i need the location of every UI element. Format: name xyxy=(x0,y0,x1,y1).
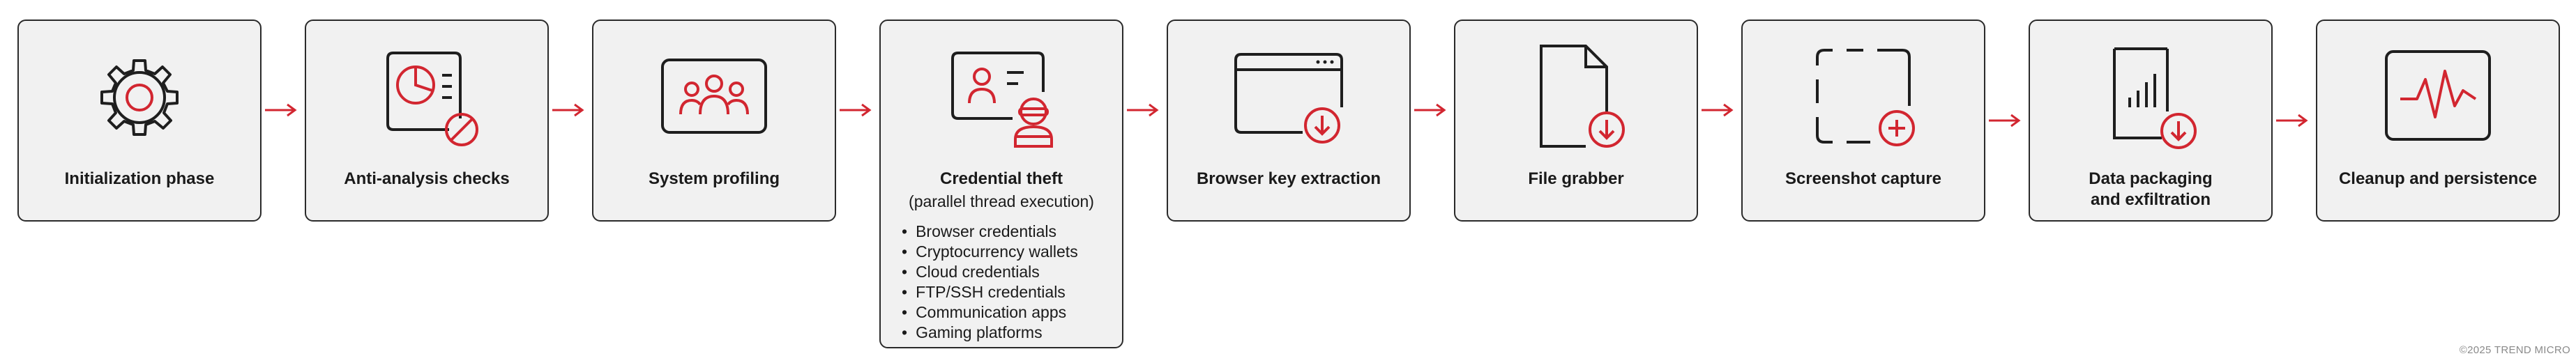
step-label: Browser key extraction xyxy=(1196,169,1381,188)
step-data-packaging: Data packaging and exfiltration xyxy=(2029,20,2273,222)
step-system-profiling: System profiling xyxy=(592,20,836,222)
step-browser-key-extraction: Browser key extraction xyxy=(1167,20,1411,222)
arrow-right-icon xyxy=(2275,114,2308,128)
arrow-right-icon xyxy=(264,103,297,117)
step-screenshot-capture: Screenshot capture xyxy=(1741,20,1985,222)
credential-targets-list: Browser credentials Cryptocurrency walle… xyxy=(902,222,1078,343)
list-item: Communication apps xyxy=(902,302,1078,323)
file-download-icon xyxy=(1520,42,1632,153)
step-file-grabber: File grabber xyxy=(1454,20,1698,222)
list-item: FTP/SSH credentials xyxy=(902,282,1078,302)
step-label: System profiling xyxy=(648,169,780,188)
step-anti-analysis: Anti-analysis checks xyxy=(305,20,549,222)
arrow-right-icon xyxy=(838,103,872,117)
data-export-icon xyxy=(2095,42,2206,153)
arrow-right-icon xyxy=(551,103,584,117)
pulse-monitor-icon xyxy=(2382,42,2494,153)
step-label: Credential theft xyxy=(939,169,1063,188)
list-item: Browser credentials xyxy=(902,222,1078,242)
gear-icon xyxy=(84,42,195,153)
arrow-right-icon xyxy=(1987,114,2021,128)
list-item: Gaming platforms xyxy=(902,323,1078,343)
step-label: Initialization phase xyxy=(64,169,215,188)
arrow-right-icon xyxy=(1413,103,1446,117)
list-item: Cloud credentials xyxy=(902,262,1078,282)
screenshot-add-icon xyxy=(1808,42,1919,153)
blocked-analysis-icon xyxy=(371,42,483,153)
user-group-icon xyxy=(658,42,770,153)
step-cleanup-persistence: Cleanup and persistence xyxy=(2316,20,2560,222)
arrow-right-icon xyxy=(1700,103,1734,117)
list-item: Cryptocurrency wallets xyxy=(902,242,1078,262)
arrow-right-icon xyxy=(1126,103,1159,117)
step-label: Data packaging and exfiltration xyxy=(2089,169,2213,209)
step-label: Screenshot capture xyxy=(1785,169,1942,188)
copyright-text: ©2025 TREND MICRO xyxy=(2459,344,2570,356)
step-sublabel: (parallel thread execution) xyxy=(909,192,1094,210)
step-credential-theft: Credential theft (parallel thread execut… xyxy=(879,20,1123,348)
step-label: File grabber xyxy=(1528,169,1624,188)
browser-download-icon xyxy=(1233,42,1344,153)
step-initialization: Initialization phase xyxy=(17,20,262,222)
step-label: Anti-analysis checks xyxy=(344,169,510,188)
credential-thief-icon xyxy=(946,42,1057,153)
step-label: Cleanup and persistence xyxy=(2338,169,2538,188)
